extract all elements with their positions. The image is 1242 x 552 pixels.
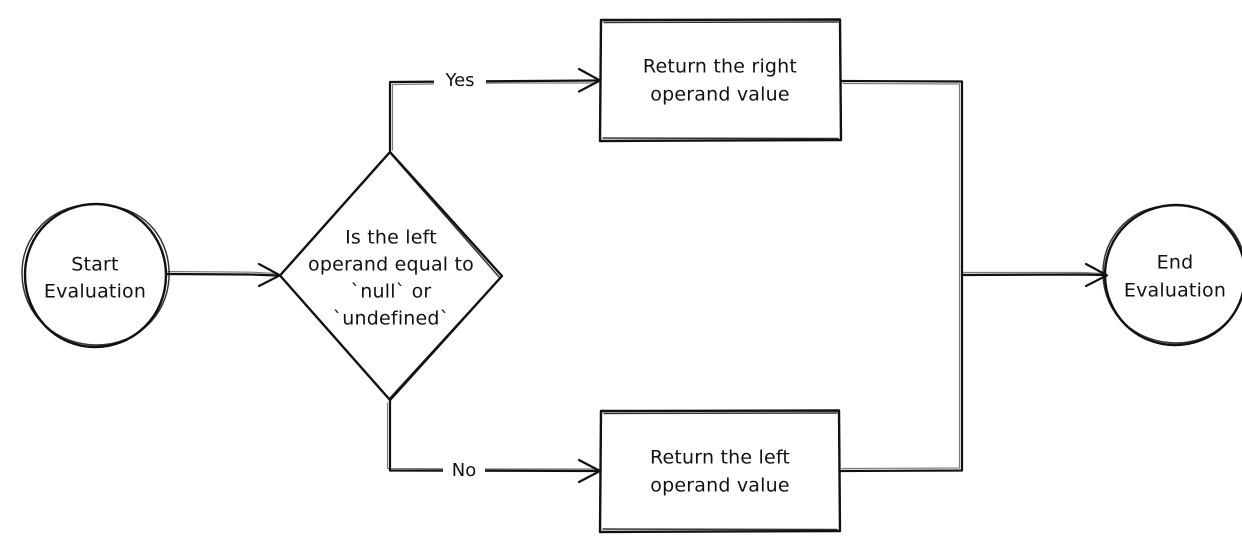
node-return-right[interactable]: Return the right operand value <box>598 18 843 143</box>
return-left-node-outline <box>598 409 842 534</box>
edge-label-yes-bg <box>434 66 486 95</box>
edge-right-to-end-line-ghost <box>842 82 961 276</box>
decision-node-label-line1: Is the left <box>345 227 437 249</box>
end-node-outline <box>1103 203 1242 347</box>
return-right-node-label-line2: operand value <box>650 84 789 106</box>
return-left-node-label-line1: Return the left <box>650 447 790 469</box>
end-node-label-line1: End <box>1157 252 1194 274</box>
edge-decision-yes-line <box>388 79 600 153</box>
return-right-node-outline <box>598 18 843 143</box>
edge-label-no: No <box>452 460 476 481</box>
decision-node-label-line2: operand equal to <box>308 254 474 276</box>
node-return-left[interactable]: Return the left operand value <box>598 409 842 534</box>
node-start-evaluation[interactable]: Start Evaluation <box>21 202 170 349</box>
edge-decision-yes: Yes <box>388 66 602 153</box>
arrowhead-icon <box>1084 262 1109 288</box>
edge-label-yes: Yes <box>444 70 474 91</box>
node-decision[interactable]: Is the left operand equal to `null` or `… <box>278 150 504 402</box>
edge-start-to-decision-line <box>164 272 279 277</box>
start-node-outline <box>23 202 168 349</box>
edge-start-to-decision-line-ghost <box>167 270 277 275</box>
edge-right-to-end <box>839 79 964 277</box>
edge-left-to-end-line <box>838 273 964 473</box>
edge-start-to-decision <box>164 262 282 288</box>
edge-merge-to-end-line-ghost <box>962 271 1103 275</box>
edge-decision-no-line <box>388 399 600 473</box>
decision-node-outline-sketch <box>388 153 501 400</box>
edge-decision-no-line-ghost <box>386 402 597 470</box>
edge-left-to-end-line-ghost <box>841 275 961 470</box>
edge-decision-yes-line-ghost <box>391 82 597 151</box>
return-left-node-outline-sketch <box>602 412 838 531</box>
return-left-node-label-line2: operand value <box>650 475 789 497</box>
decision-node-label-line3: `null` or <box>351 281 432 303</box>
decision-node-outline <box>278 150 504 402</box>
start-node-label-line1: Start <box>71 254 118 276</box>
decision-node-label-line4: `undefined` <box>333 308 450 330</box>
edge-decision-no: No <box>386 399 602 485</box>
start-node-label-line2: Evaluation <box>44 281 146 303</box>
return-right-node-label-line1: Return the right <box>643 56 797 78</box>
edge-merge-to-end <box>960 262 1109 288</box>
return-right-node-outline-sketch <box>602 21 839 140</box>
end-node-label-line2: Evaluation <box>1124 280 1226 302</box>
edge-merge-to-end-line <box>960 273 1106 277</box>
edge-label-no-bg <box>443 456 485 485</box>
start-node-outline-sketch <box>21 205 170 346</box>
edge-left-to-end <box>838 273 964 473</box>
edge-right-to-end-line <box>839 79 964 277</box>
node-end-evaluation[interactable]: End Evaluation <box>1102 203 1242 347</box>
